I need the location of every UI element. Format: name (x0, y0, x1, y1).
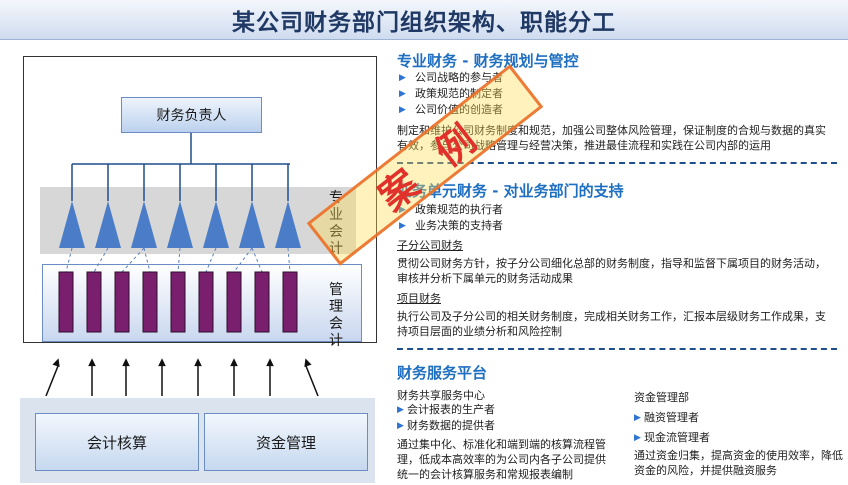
dashed-link (65, 247, 73, 273)
arrow-head (52, 358, 60, 368)
list-item: ▶财务数据的提供者 (397, 419, 495, 432)
triangle-bullet-icon: ▶ (399, 105, 406, 115)
triangle-bullet-icon: ▶ (397, 405, 404, 415)
shared-service-bullets: ▶会计报表的生产者 ▶财务数据的提供者 (397, 402, 495, 434)
shared-service-text: 通过集中化、标准化和端到端的核算流程管 理，低成本高效率的为公司内各子公司提供 … (397, 438, 606, 481)
fund-department-title: 资金管理部 (634, 391, 689, 404)
professional-unit-triangle (203, 201, 229, 248)
professional-band (40, 187, 356, 254)
fund-management-box: 资金管理 (204, 413, 368, 471)
professional-unit-triangle (95, 201, 121, 248)
upward-arrow (45, 365, 59, 397)
professional-unit-triangle (275, 201, 301, 248)
subsidiary-finance-subtitle: 子分公司财务 (397, 239, 463, 252)
dashed-link (93, 247, 109, 273)
management-unit-column (58, 271, 74, 333)
management-unit-column (86, 271, 102, 333)
management-unit-column (142, 271, 158, 333)
arrow-head (194, 358, 202, 367)
management-unit-column (170, 271, 186, 333)
triangle-bullet-icon: ▶ (399, 89, 406, 99)
dashed-link (287, 247, 291, 273)
triangle-bullet-icon: ▶ (399, 205, 406, 215)
title-bar: 某公司财务部门组织架构、职能分工 (0, 0, 848, 40)
dashed-link (251, 247, 263, 273)
professional-description: 制定和维护公司财务制度和规范，加强公司整体风险管理，保证制度的合规与数据的真实 … (397, 124, 826, 152)
project-finance-text: 执行公司及子分公司的相关财务制度，完成相关财务工作，汇报本层级财务工作成果，支 … (397, 310, 826, 338)
professional-unit-triangle (167, 201, 193, 248)
arrow-head (122, 358, 130, 367)
list-item: ▶公司价值的创造者 (399, 103, 503, 116)
section-divider (397, 348, 837, 350)
dashed-link (143, 247, 151, 273)
triangle-bullet-icon: ▶ (634, 433, 641, 443)
list-item: ▶政策规范的制定者 (399, 87, 503, 100)
page-title: 某公司财务部门组织架构、职能分工 (232, 9, 616, 36)
fund-department-bullets: ▶融资管理者 ▶现金流管理者 (634, 408, 710, 448)
arrow-head (230, 358, 238, 367)
shared-service-center-title: 财务共享服务中心 (397, 389, 485, 402)
triangle-bullet-icon: ▶ (399, 221, 406, 231)
triangle-bullet-icon: ▶ (397, 421, 404, 431)
management-unit-column (114, 271, 130, 333)
professional-finance-title: 专业财务 - 财务规划与管控 (397, 52, 579, 70)
list-item: ▶业务决策的支持者 (399, 219, 503, 232)
list-item: ▶现金流管理者 (634, 428, 710, 448)
section-divider (397, 162, 837, 164)
list-item: ▶融资管理者 (634, 408, 710, 428)
upward-arrow (305, 365, 319, 397)
dashed-link (205, 247, 217, 273)
accounting-box: 会计核算 (35, 413, 199, 471)
list-item: ▶会计报表的生产者 (397, 403, 495, 416)
management-unit-column (198, 271, 214, 333)
service-platform-title: 财务服务平台 (397, 364, 488, 382)
business-finance-title: 业务单元财务 - 对业务部门的支持 (397, 182, 624, 200)
triangle-bullet-icon: ▶ (634, 413, 641, 423)
management-unit-column (226, 271, 242, 333)
dashed-link (233, 247, 253, 273)
fund-department-text: 通过资金归集，提高资金的使用效率，降低 资金的风险，并提供融资服务 (634, 449, 843, 477)
management-accounting-label: 管理会计 (329, 282, 343, 349)
list-item: ▶政策规范的执行者 (399, 203, 503, 216)
professional-unit-triangle (131, 201, 157, 248)
arrow-head (266, 358, 274, 367)
professional-unit-triangle (239, 201, 265, 248)
dashed-link (177, 247, 181, 273)
professional-unit-triangle (59, 201, 85, 248)
professional-bullets: ▶公司战略的参与者 ▶政策规范的制定者 ▶公司价值的创造者 (399, 70, 503, 118)
list-item: ▶公司战略的参与者 (399, 71, 503, 84)
subsidiary-finance-text: 贯彻公司财务方针，按子分公司细化总部的财务制度，指导和监督下属项目的财务活动， … (397, 257, 826, 285)
management-unit-column (282, 271, 298, 333)
project-finance-subtitle: 项目财务 (397, 292, 441, 305)
dashed-link (121, 247, 145, 273)
triangle-bullet-icon: ▶ (399, 73, 406, 83)
management-unit-column (254, 271, 270, 333)
business-bullets: ▶政策规范的执行者 ▶业务决策的支持者 (399, 202, 503, 234)
arrow-head (88, 358, 96, 367)
finance-head-node: 财务负责人 (121, 97, 262, 133)
professional-accounting-label: 专业会计 (329, 190, 343, 257)
arrow-head (158, 358, 166, 367)
arrow-head (304, 358, 312, 368)
